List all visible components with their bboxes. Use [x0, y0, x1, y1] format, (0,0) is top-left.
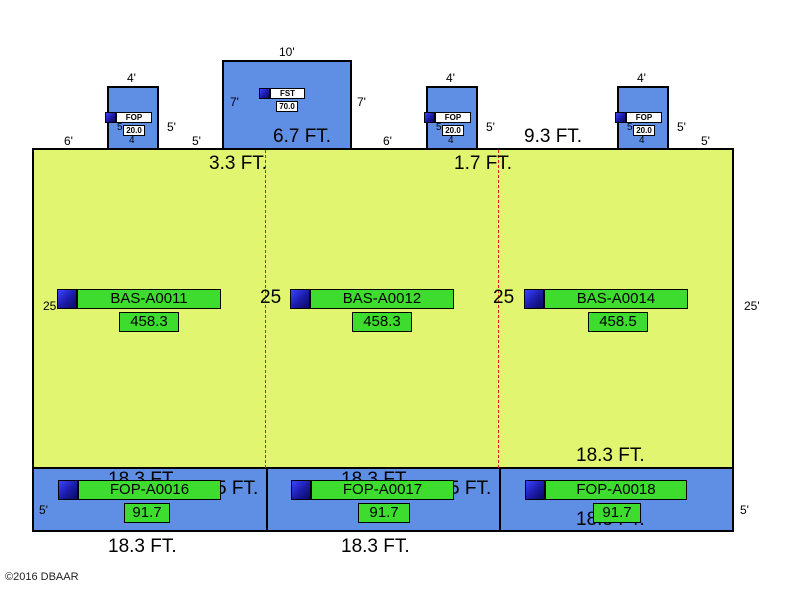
mid2-25-dim: 25 [493, 287, 515, 308]
unit-separator-1 [265, 150, 266, 468]
unit2-label: BAS-A0012 [310, 289, 454, 309]
porch3-label: FOP-A0018 [545, 480, 687, 500]
overlap2b-dim: 5 FT. [449, 478, 492, 499]
fop1-depth-dim: 4 [129, 135, 135, 146]
unit3-area: 458.5 [588, 312, 648, 332]
fop1-width-dim: 4' [127, 71, 136, 85]
fop1-tag-area: 20.0 [123, 125, 145, 136]
bas-building [32, 148, 734, 470]
unit1-area: 458.3 [119, 312, 179, 332]
fop2-tag-icon [424, 112, 435, 123]
fop3-width-dim: 4' [637, 71, 646, 85]
seg-b-dim: 6' [383, 134, 392, 148]
fst-tag-icon [259, 88, 270, 99]
unit1-label: BAS-A0011 [77, 289, 221, 309]
overlap1b-dim: 5 FT. [216, 478, 259, 499]
fop2-side-dim: 5' [486, 120, 495, 134]
fop2-tag-area: 20.0 [442, 125, 464, 136]
left-25-dim: 25 [43, 299, 57, 313]
porch1-tag-icon [58, 480, 78, 500]
fop1-side-dim: 5' [167, 120, 176, 134]
fop1-num: 5 [117, 122, 123, 133]
fop3-tag-area: 20.0 [633, 125, 655, 136]
left-edge-dim: 6' [64, 134, 73, 148]
unit3-tag-icon [524, 289, 544, 309]
seg-a-dim: 5' [192, 134, 201, 148]
unit2-area: 458.3 [352, 312, 412, 332]
porch1-area: 91.7 [124, 503, 170, 523]
porch2-area: 91.7 [358, 503, 410, 523]
fop2-num: 5 [436, 122, 442, 133]
porch1-bottom-dim: 18.3 FT. [108, 536, 177, 557]
fst-tag-label: FST [270, 88, 305, 99]
porch2-tag-icon [291, 480, 311, 500]
unit3-bottom-dim: 18.3 FT. [576, 445, 645, 466]
dim-9-3: 9.3 FT. [524, 126, 583, 147]
unit1-tag-icon [57, 289, 77, 309]
porch3-area: 91.7 [593, 503, 641, 523]
dim-6-7: 6.7 FT. [273, 126, 332, 147]
unit3-label: BAS-A0014 [544, 289, 688, 309]
fop1-tag-icon [105, 112, 116, 123]
copyright-watermark: ©2016 DBAAR [5, 571, 79, 583]
porch3-tag-icon [525, 480, 545, 500]
right-25-dim: 25' [744, 299, 760, 313]
fop3-num: 5 [627, 122, 633, 133]
fop1-tag-label: FOP [116, 112, 152, 123]
dim-1-7: 1.7 FT. [454, 153, 513, 174]
porch2-label: FOP-A0017 [311, 480, 454, 500]
mid1-25-dim: 25 [260, 287, 282, 308]
porch-right-dim: 5' [740, 503, 749, 517]
porch2-bottom-dim: 18.3 FT. [341, 536, 410, 557]
fop3-tag-label: FOP [626, 112, 662, 123]
porch1-label: FOP-A0016 [78, 480, 221, 500]
seg-c-dim: 5' [701, 134, 710, 148]
fst-right-dim: 7' [357, 95, 366, 109]
fst-left-dim: 7' [230, 95, 239, 109]
fop2-depth-dim: 4 [448, 135, 454, 146]
unit2-tag-icon [290, 289, 310, 309]
fop2-tag-label: FOP [435, 112, 471, 123]
porch-left-dim: 5' [39, 503, 48, 517]
unit-separator-2 [498, 150, 499, 468]
fop3-tag-icon [615, 112, 626, 123]
fop2-width-dim: 4' [446, 71, 455, 85]
fst-tag-area: 70.0 [276, 101, 298, 112]
fop3-depth-dim: 4 [639, 135, 645, 146]
fop3-side-dim: 5' [677, 120, 686, 134]
fst-width-dim: 10' [279, 45, 295, 59]
dim-3-3: 3.3 FT. [209, 153, 268, 174]
